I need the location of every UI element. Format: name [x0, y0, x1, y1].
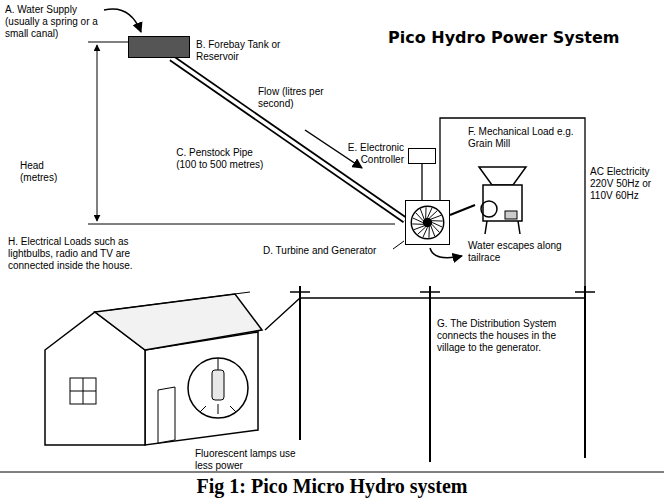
rule [0, 472, 664, 473]
house: H. Electrical Loads such as lightbulbs, … [40, 290, 265, 450]
tailrace-arrow [430, 248, 462, 258]
house-drawing [40, 290, 265, 450]
head-bottom-tick [88, 224, 395, 225]
power-line [265, 118, 585, 330]
mill-drawing [475, 165, 530, 235]
pipe-outline [171, 58, 405, 220]
diagram-title: Pico Hydro Power System [388, 28, 619, 47]
pole [429, 286, 431, 462]
drive-belt [450, 205, 475, 215]
note-label: G. The Distribution System connects the … [437, 318, 577, 354]
pipe-bore [171, 58, 405, 220]
note-label: Head (metres) [20, 160, 80, 184]
connector-line [450, 205, 475, 215]
turbine-wheel [406, 201, 449, 244]
controller-box: E. Electronic Controller [408, 148, 436, 164]
turbine-generator: D. Turbine and Generator [405, 200, 450, 245]
crossarm [290, 291, 310, 293]
note-label: Flow (litres per second) [258, 86, 358, 110]
connector-line [265, 118, 585, 330]
pole [584, 286, 586, 458]
note-label: Fluorescent lamps use less power [195, 448, 305, 472]
connector-line [421, 164, 422, 200]
node-label: E. Electronic Controller [324, 142, 404, 166]
edge-label: C. Penstock Pipe (100 to 500 metres) [176, 147, 271, 171]
pole [299, 286, 301, 440]
note-label: A. Water Supply (usually a spring or a s… [5, 4, 100, 40]
figure-caption: Fig 1: Pico Micro Hydro system [0, 475, 664, 498]
crossarm [420, 291, 440, 293]
node-label: H. Electrical Loads such as lightbulbs, … [8, 236, 133, 272]
head-arrow [97, 45, 98, 221]
supply-arrow [104, 9, 141, 32]
node-label: F. Mechanical Load e.g. Grain Mill [468, 126, 580, 150]
grain-mill: F. Mechanical Load e.g. Grain Mill [475, 165, 530, 235]
edge-label: AC Electricity 220V 50Hz or 110V 60Hz [590, 166, 660, 202]
forebay-tank: B. Forebay Tank or Reservoir [128, 36, 190, 58]
node-label: D. Turbine and Generator [263, 245, 391, 257]
note-label: Water escapes along tailrace [468, 240, 568, 264]
penstock-pipe [171, 58, 405, 220]
control-wire [422, 164, 423, 200]
node-label: B. Forebay Tank or Reservoir [196, 39, 291, 63]
head-top-tick [88, 42, 128, 43]
leader-line [393, 241, 404, 249]
